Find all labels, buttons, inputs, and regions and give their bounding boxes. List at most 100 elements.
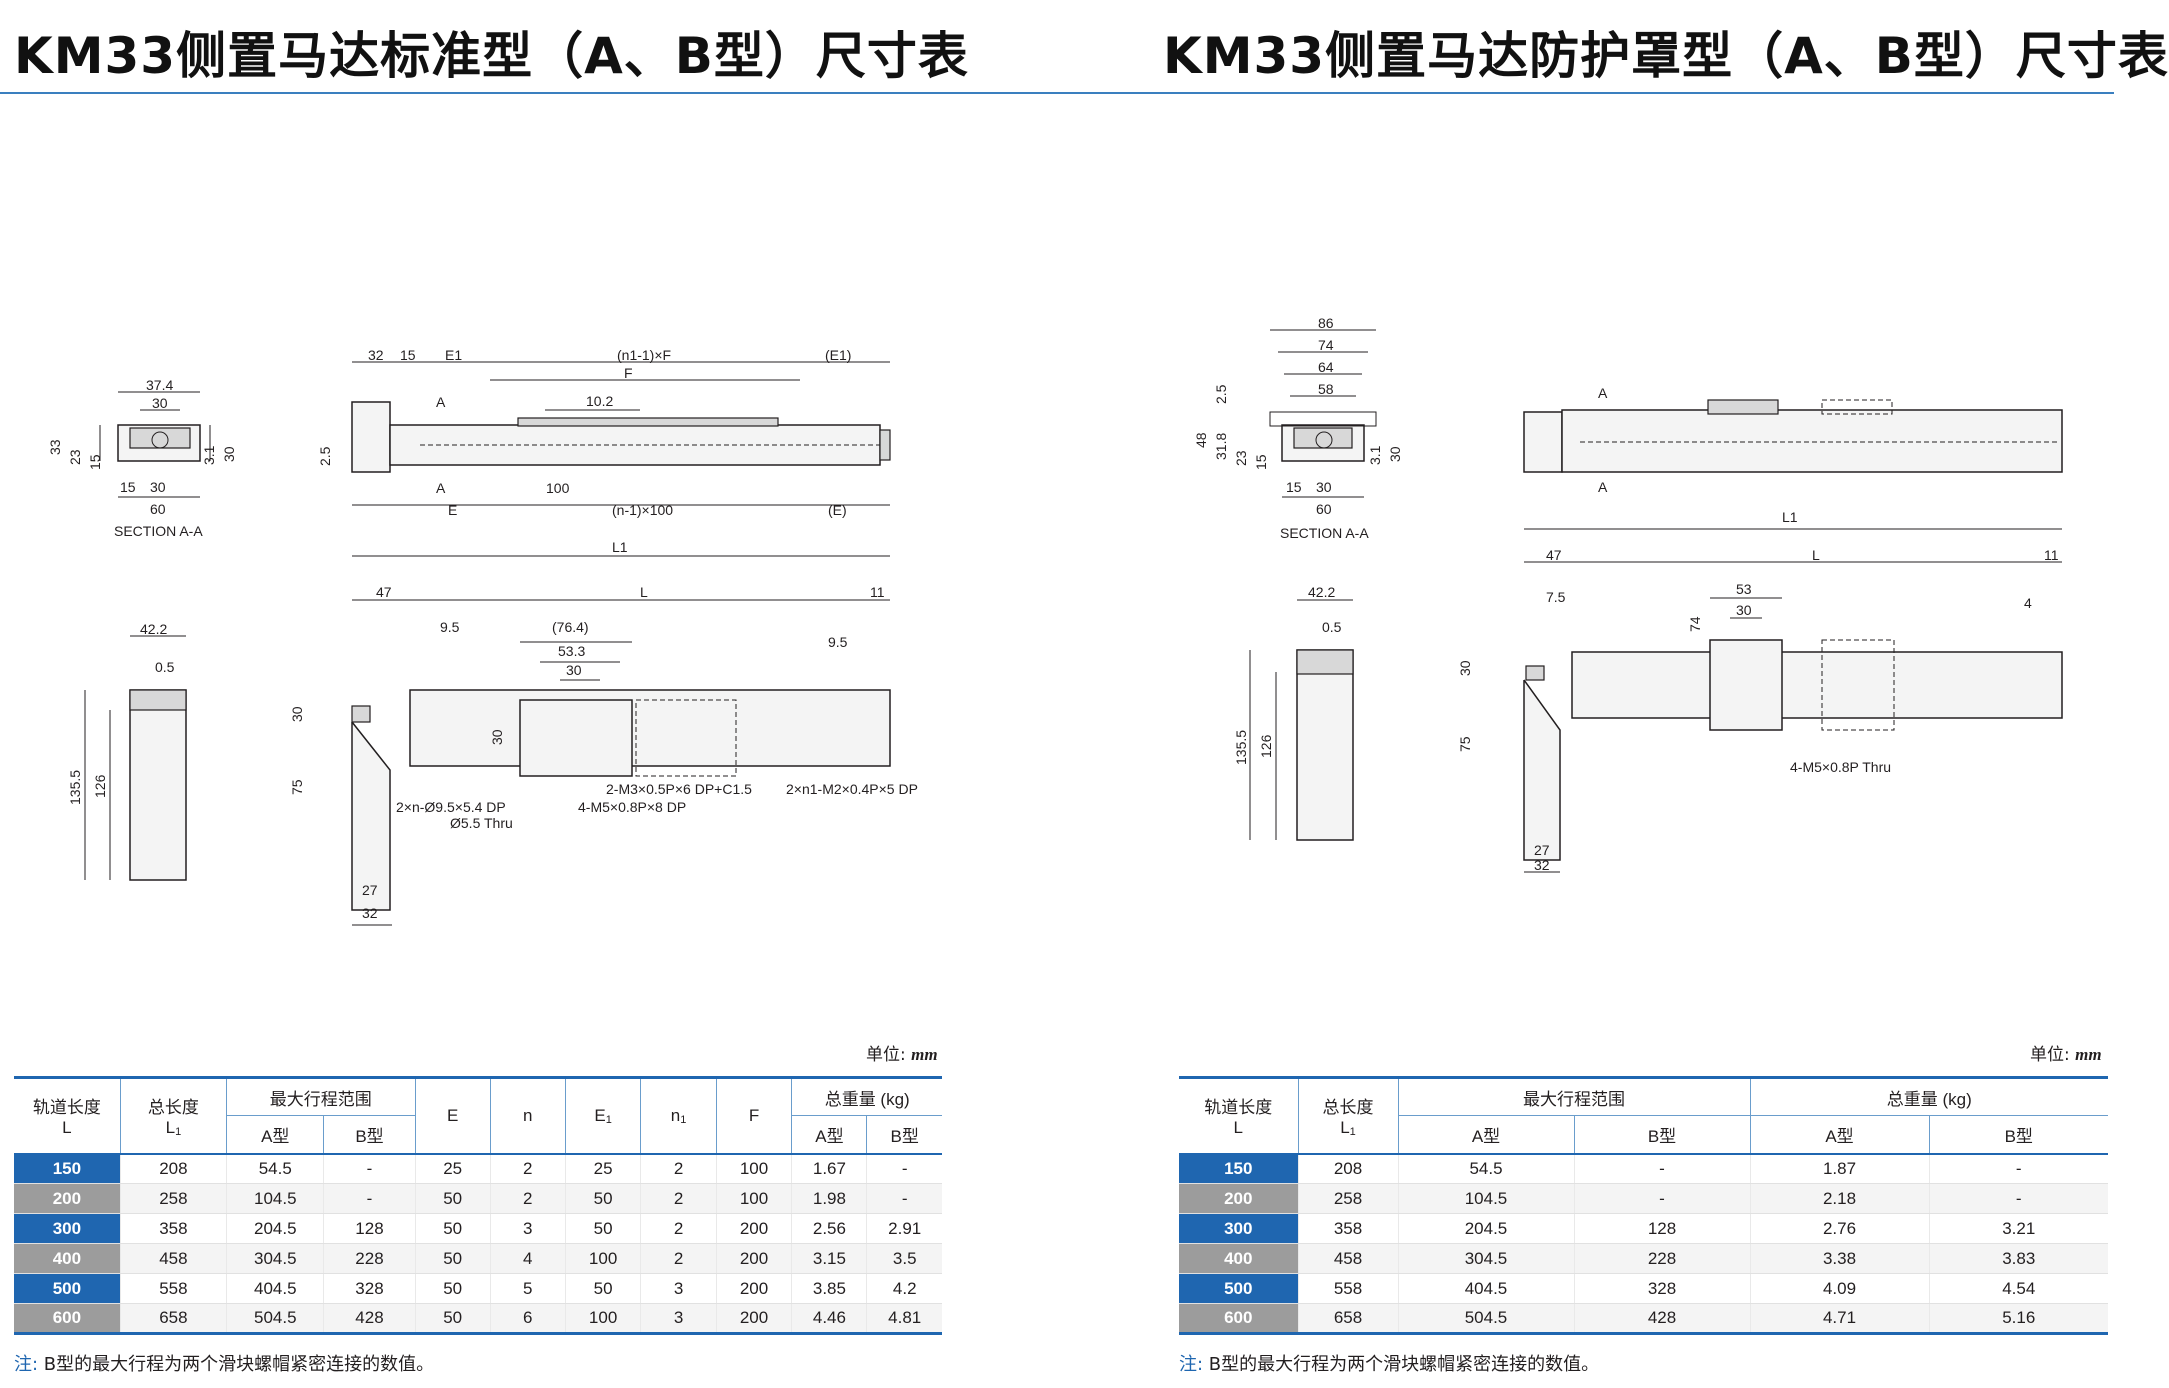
table-cell: 658 [1297,1303,1398,1335]
callout-text: 2-M3×0.5P×6 DP+C1.5 [606,781,752,797]
table-cell: 2 [640,1243,717,1274]
dim-text: 33 [47,439,63,455]
table-cell: 404.5 [1397,1273,1574,1304]
dim-text: 135.5 [1233,730,1249,765]
left-plan-view: L1 47 L 11 9.5 (76.4) 53.3 30 9.5 30 75 … [289,539,918,926]
table-cell: 304.5 [226,1243,324,1274]
dim-text: 100 [546,480,570,496]
table-cell: 50 [414,1243,491,1274]
unit-label-right: 单位: mm [2030,1040,2102,1065]
table-cell: 4.54 [1928,1273,2108,1304]
table-cell: 558 [1297,1273,1398,1304]
footnote-left: 注: B型的最大行程为两个滑块螺帽紧密连接的数值。 [14,1350,434,1376]
dim-text: 47 [376,584,392,600]
table-cell-key: 150 [1179,1153,1298,1184]
table-cell: 3 [640,1303,717,1335]
header-symbol: L [62,1118,72,1138]
table-cell: 458 [119,1243,227,1274]
header-weight-b: B型 [1928,1115,2108,1154]
dim-text: 58 [1318,381,1334,397]
table-cell: 358 [1297,1213,1398,1244]
dim-text: 2.5 [1213,384,1229,404]
right-side-view: A A [1523,385,2063,495]
table-cell: 4.81 [866,1303,942,1335]
table-cell: 128 [323,1213,415,1244]
header-symbol: L [165,1118,176,1138]
dim-text: 74 [1687,616,1703,632]
table-cell: 50 [414,1303,491,1335]
dim-text: 23 [67,449,83,465]
dim-text: 37.4 [146,377,173,393]
table-cell: 208 [1297,1153,1398,1184]
table-cell: - [1928,1183,2108,1214]
header-f: F [715,1076,793,1154]
table-cell: 25 [564,1153,641,1184]
table-cell: 50 [414,1213,491,1244]
dim-text: 15 [1253,454,1269,470]
header-total-weight: 总重量 (kg) [1749,1076,2108,1116]
table-cell-key: 600 [1179,1303,1298,1335]
dim-text: 30 [1736,602,1752,618]
dim-text: 30 [150,479,166,495]
table-cell: 4 [489,1243,566,1274]
page-title-standard: KM33侧置马达标准型（A、B型）尺寸表 [14,27,969,85]
dim-text: (n-1)×100 [612,502,673,518]
table-cell: 2 [489,1153,566,1184]
note-text: B型的最大行程为两个滑块螺帽紧密连接的数值。 [1203,1354,1600,1375]
table-cell-key: 400 [14,1243,121,1274]
table-cell-key: 400 [1179,1243,1298,1274]
dim-text: 60 [150,501,166,517]
table-cell: 228 [1573,1243,1750,1274]
table-cell: 5.16 [1928,1303,2108,1335]
table-cell: 3.85 [791,1273,867,1304]
header-subscript: 1 [1349,1126,1356,1139]
table-cell: 404.5 [226,1273,324,1304]
table-cell: 200 [715,1303,792,1335]
footnote-right: 注: B型的最大行程为两个滑块螺帽紧密连接的数值。 [1179,1350,1599,1376]
table-cell: 4.2 [866,1273,942,1304]
dim-text: 31.8 [1213,433,1229,460]
table-cell: 3.15 [791,1243,867,1274]
table-cell: 5 [489,1273,566,1304]
table-cell: 54.5 [226,1153,324,1184]
dim-text: 47 [1546,547,1562,563]
dim-text: F [624,365,633,381]
dim-text: 86 [1318,315,1334,331]
table-cell: 2 [640,1213,717,1244]
header-symbol: n [670,1105,681,1125]
unit-value: mm [2075,1045,2102,1064]
note-mark: 注: [14,1354,39,1375]
dim-text: 11 [870,584,885,600]
header-text: 总长度 [1322,1098,1374,1118]
header-symbol: E [594,1105,606,1125]
table-cell: 504.5 [226,1303,324,1335]
dim-text: 30 [221,446,237,462]
header-text: 轨道长度 [1204,1098,1273,1118]
dim-text: 126 [1258,734,1274,758]
table-cell: 204.5 [226,1213,324,1244]
table-cell: 200 [715,1213,792,1244]
dim-text: 126 [92,774,108,798]
callout-text: 4-M5×0.8P×8 DP [578,799,686,815]
table-cell: - [1928,1153,2108,1184]
table-cell: 228 [323,1243,415,1274]
header-text: 总长度 [147,1098,199,1118]
dim-text: 53.3 [558,643,585,659]
unit-label-text: 单位: [866,1045,912,1065]
header-subscript: 1 [175,1126,182,1139]
table-cell: 2.76 [1749,1213,1929,1244]
section-caption: SECTION A-A [1280,525,1369,541]
table-cell: 50 [414,1273,491,1304]
table-cell: 1.67 [791,1153,867,1184]
section-caption: SECTION A-A [114,523,203,539]
